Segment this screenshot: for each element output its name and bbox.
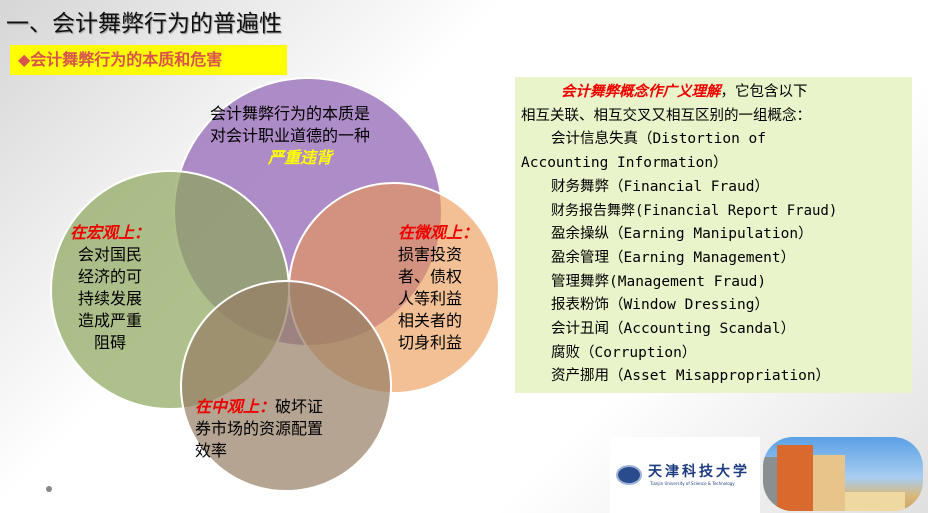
text-line: 对会计职业道德的一种 <box>210 126 371 145</box>
intro-text: 相互关联、相互交叉又相互区别的一组概念： <box>521 107 811 124</box>
concept-item: 资产挪用（Asset Misappropriation） <box>551 368 831 385</box>
venn-circle-bottom <box>180 280 392 492</box>
concept-item: 盈余管理（Earning Management） <box>551 249 796 266</box>
venn-right-text: 在微观上： 损害投资 者、债权 人等利益 相关者的 切身利益 <box>398 222 478 354</box>
text-line: 相关者的 <box>398 311 463 330</box>
concept-item: Accounting Information） <box>521 155 728 172</box>
concept-item: 会计丑闻（Accounting Scandal） <box>551 321 796 338</box>
venn-bottom-text: 在中观上：破坏证 券市场的资源配置 效率 <box>195 396 323 462</box>
text-line: 造成严重 <box>78 311 143 330</box>
text-line: 破坏证 <box>275 397 324 416</box>
venn-left-text: 在宏观上： 会对国民 经济的可 持续发展 造成严重 阻碍 <box>70 222 150 354</box>
text-line: 经济的可 <box>78 267 143 286</box>
concept-item: 财务舞弊（Financial Fraud） <box>551 178 769 195</box>
text-line: 效率 <box>195 441 228 460</box>
text-line: 会对国民 <box>78 245 143 264</box>
venn-top-text: 会计舞弊行为的本质是 对会计职业道德的一种 严重违背 <box>210 103 370 169</box>
concept-item: 报表粉饰（Window Dressing） <box>551 297 769 314</box>
intro-text: ，它包含以下 <box>720 84 808 100</box>
heading: 在中观上： <box>195 397 276 416</box>
emblem-icon <box>616 465 642 485</box>
emphasis-text: 严重违背 <box>268 148 333 167</box>
text-line: 持续发展 <box>78 289 143 308</box>
logo-name: 天津科技大学 <box>648 464 750 480</box>
slide-indicator-dot <box>46 486 52 492</box>
text-line: 会计舞弊行为的本质是 <box>210 104 371 123</box>
university-logo: 天津科技大学 Tianjin University of Science & T… <box>610 437 760 513</box>
concept-item: 管理舞弊(Management Fraud) <box>551 273 767 290</box>
concepts-box: 会计舞弊概念作广义理解，它包含以下 相互关联、相互交叉又相互区别的一组概念： 会… <box>515 77 912 393</box>
text-line: 损害投资 <box>398 245 463 264</box>
text-line: 人等利益 <box>398 289 463 308</box>
concept-item: 腐败（Corruption） <box>551 344 697 361</box>
slide-title: 一、会计舞弊行为的普遍性 <box>6 11 282 37</box>
text-line: 券市场的资源配置 <box>195 419 324 438</box>
heading: 在宏观上： <box>70 223 151 242</box>
text-line: 阻碍 <box>94 333 127 352</box>
intro-emphasis: 会计舞弊概念作广义理解 <box>561 84 721 100</box>
heading: 在微观上： <box>398 223 479 242</box>
text-line: 切身利益 <box>398 333 463 352</box>
logo-english: Tianjin University of Science & Technolo… <box>650 481 735 486</box>
campus-photo <box>763 437 923 511</box>
section-subtitle: ◆会计舞弊行为的本质和危害 <box>10 45 287 75</box>
text-line: 者、债权 <box>398 267 463 286</box>
concept-item: 财务报告舞弊(Financial Report Fraud) <box>551 202 838 219</box>
concept-item: 盈余操纵（Earning Manipulation） <box>551 226 813 243</box>
concept-item: 会计信息失真（Distortion of <box>551 131 766 148</box>
